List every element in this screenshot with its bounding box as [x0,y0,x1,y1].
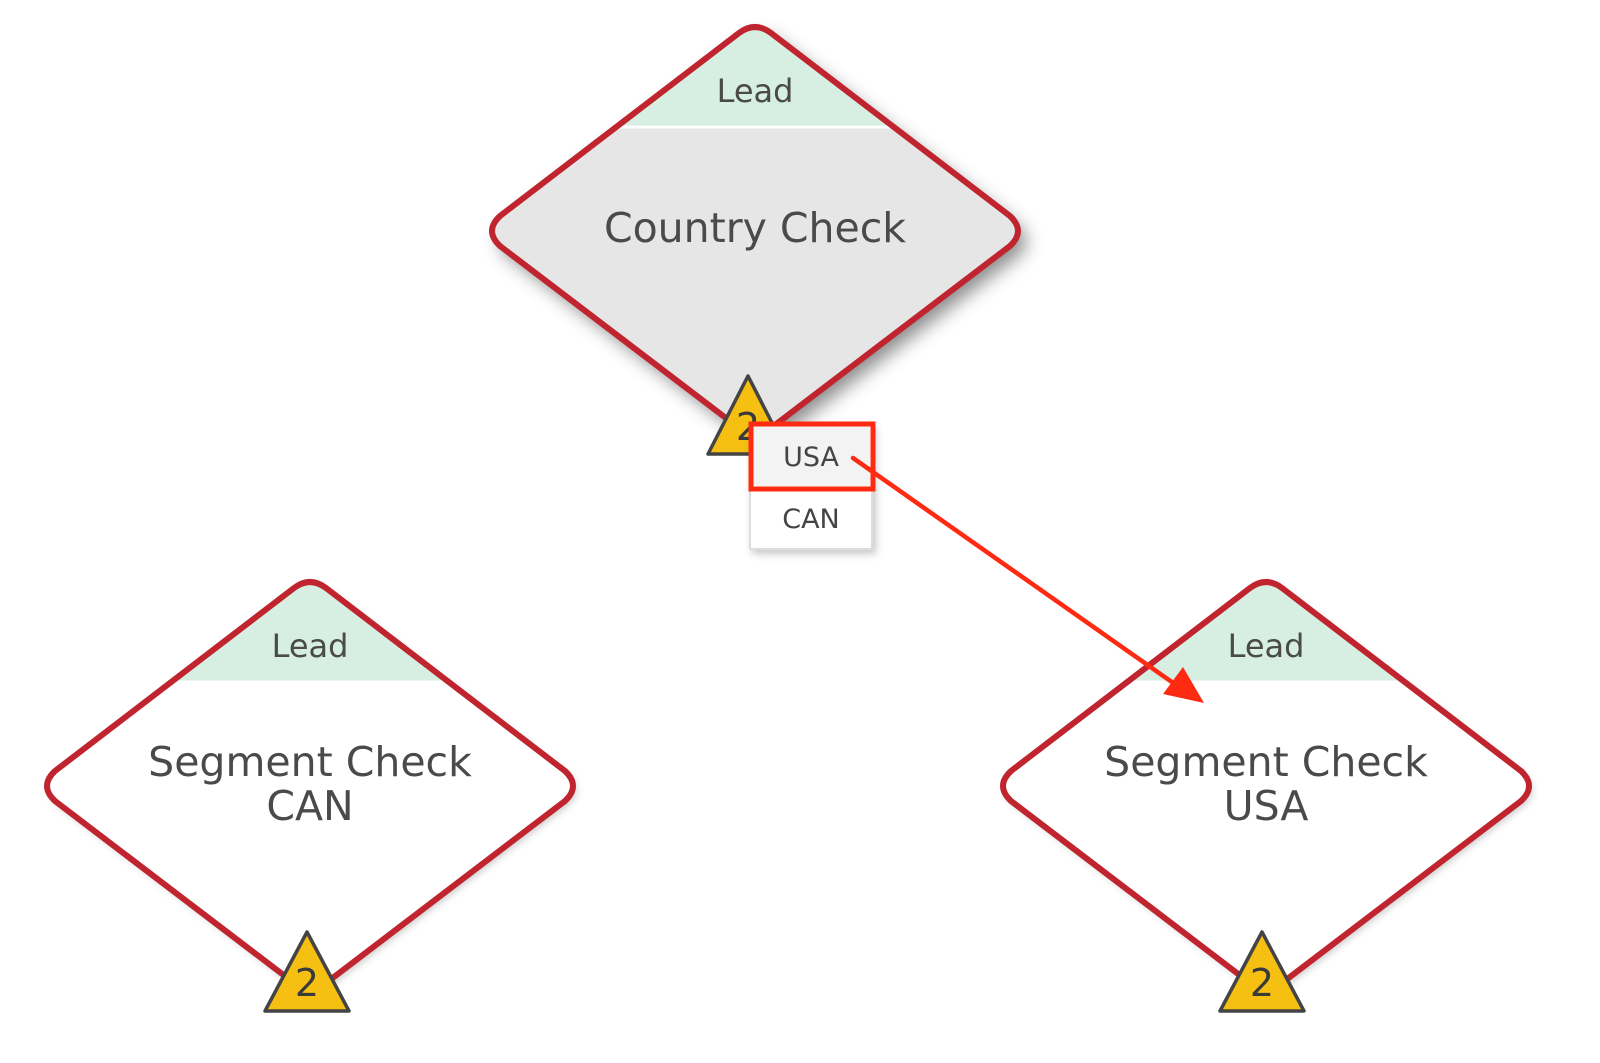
annotation-arrow [850,455,1204,703]
segment-check-usa-warning-count: 2 [1250,961,1274,1005]
segment-check-can-node[interactable]: Lead Segment Check CAN [35,575,595,992]
segment-check-usa-tag: Lead [1228,627,1305,665]
segment-check-can-title-line1: Segment Check [148,738,472,786]
country-check-title: Country Check [604,204,906,252]
warning-triangle-icon[interactable]: 2 [1218,930,1306,1013]
segment-check-can-warning-count: 2 [295,961,319,1005]
country-check-tag: Lead [717,72,794,110]
branch-option-usa-label: USA [783,442,839,473]
segment-check-can-title-line2: CAN [266,782,353,830]
country-check-shape [492,27,1018,434]
branch-option-usa[interactable]: USA [752,426,870,486]
warning-triangle-icon[interactable]: 2 [263,930,351,1013]
branch-option-can[interactable]: CAN [752,490,870,547]
segment-check-usa-title-line2: USA [1224,782,1309,830]
segment-check-usa-shape [1003,582,1529,989]
segment-check-can-shape [47,582,573,989]
branch-option-can-label: CAN [782,504,840,535]
segment-check-usa-title-line1: Segment Check [1104,738,1428,786]
segment-check-usa-node[interactable]: Lead Segment Check USA [991,575,1551,992]
usa-highlight-box [748,421,876,492]
country-check-node[interactable]: Lead Country Check [480,20,1040,437]
segment-check-can-tag: Lead [272,627,349,665]
